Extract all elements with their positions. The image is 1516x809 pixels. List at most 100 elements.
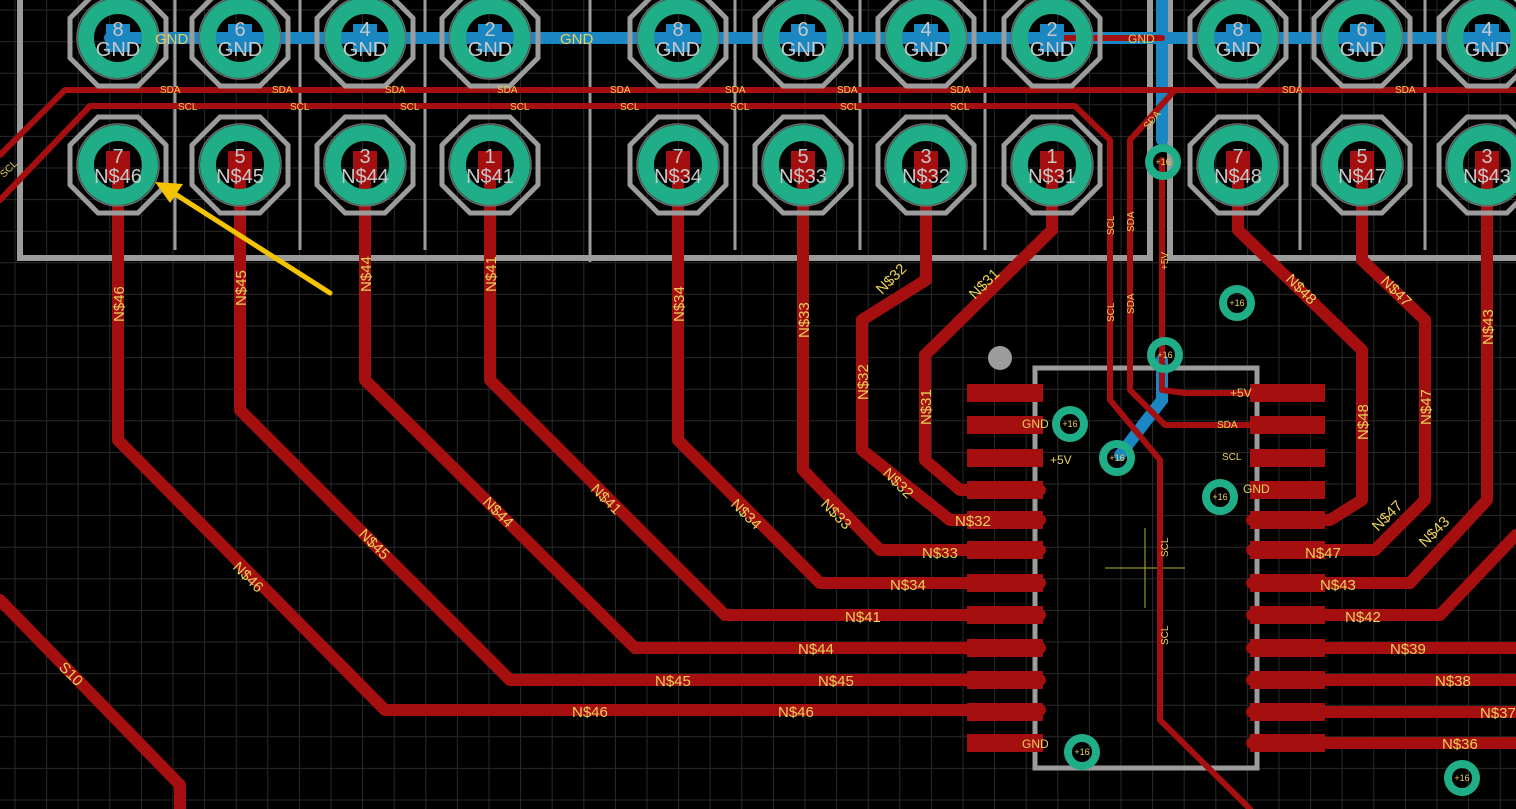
through-hole-pad[interactable] bbox=[325, 125, 405, 205]
smd-pad[interactable] bbox=[967, 384, 1043, 402]
via[interactable]: +16 bbox=[1219, 285, 1255, 321]
pad-net-name: GND bbox=[218, 39, 262, 61]
svg-text:+16: +16 bbox=[1229, 298, 1244, 308]
pin-number: 3 bbox=[920, 146, 931, 168]
pin-number: 4 bbox=[359, 19, 370, 41]
smd-pad[interactable] bbox=[967, 574, 1043, 592]
pad-silk-outline bbox=[1311, 114, 1413, 216]
pad-clearance bbox=[1445, 123, 1516, 207]
through-hole-pad[interactable] bbox=[886, 125, 966, 205]
through-hole-pad[interactable] bbox=[638, 0, 718, 78]
pad-clearance bbox=[323, 0, 407, 80]
pad-net-name: GND bbox=[781, 39, 825, 61]
through-hole-pad[interactable] bbox=[200, 125, 280, 205]
smd-pad[interactable] bbox=[1250, 511, 1325, 529]
pad-drill bbox=[1350, 151, 1374, 179]
through-hole-pad[interactable] bbox=[200, 0, 280, 78]
smd-pad[interactable] bbox=[1250, 481, 1325, 499]
via[interactable]: +16 bbox=[1145, 144, 1181, 180]
through-hole-pad[interactable] bbox=[638, 125, 718, 205]
pin-number: 3 bbox=[359, 146, 370, 168]
pin-number: 7 bbox=[672, 146, 683, 168]
net-label: SDA bbox=[837, 85, 858, 96]
through-hole-pad[interactable] bbox=[763, 125, 843, 205]
smd-pad[interactable] bbox=[967, 481, 1043, 499]
smd-pad[interactable] bbox=[967, 449, 1043, 467]
smd-pad[interactable] bbox=[1250, 671, 1325, 689]
through-hole-pad[interactable] bbox=[78, 0, 158, 78]
via[interactable]: +16 bbox=[1202, 479, 1238, 515]
smd-pad[interactable] bbox=[967, 511, 1043, 529]
smd-pad[interactable] bbox=[1250, 639, 1325, 657]
smd-pad[interactable] bbox=[1250, 384, 1325, 402]
through-hole-pad[interactable] bbox=[1012, 0, 1092, 78]
through-hole-pad[interactable] bbox=[763, 0, 843, 78]
net-label: N$48 bbox=[1355, 404, 1372, 440]
pad-silk-outline bbox=[314, 0, 416, 89]
smd-pad[interactable] bbox=[1250, 703, 1325, 721]
pin-number: 5 bbox=[797, 146, 808, 168]
through-hole-pad[interactable] bbox=[886, 0, 966, 78]
pad-clearance bbox=[761, 123, 845, 207]
pad-clearance bbox=[448, 0, 532, 80]
smd-pad[interactable] bbox=[967, 703, 1043, 721]
net-label: N$45 bbox=[655, 673, 691, 690]
through-hole-pad[interactable] bbox=[1447, 125, 1516, 205]
pad-silk-outline bbox=[189, 114, 291, 216]
pad-net-name: GND bbox=[904, 39, 948, 61]
pad-clearance bbox=[323, 123, 407, 207]
via[interactable]: +16 bbox=[1064, 734, 1100, 770]
ic-outline bbox=[988, 346, 1260, 771]
through-hole-pad[interactable] bbox=[1198, 125, 1278, 205]
pad-drill bbox=[228, 151, 252, 179]
smd-pad[interactable] bbox=[967, 606, 1043, 624]
via[interactable]: +16 bbox=[1099, 440, 1135, 476]
via[interactable]: +16 bbox=[1444, 760, 1480, 796]
pad-clearance bbox=[884, 0, 968, 80]
net-label: SDA bbox=[272, 85, 293, 96]
through-hole-pad[interactable] bbox=[325, 0, 405, 78]
via[interactable]: +16 bbox=[1147, 337, 1183, 373]
pad-drill bbox=[666, 151, 690, 179]
pad-clearance bbox=[1445, 0, 1516, 80]
through-hole-pad[interactable] bbox=[450, 125, 530, 205]
smd-pad[interactable] bbox=[967, 416, 1043, 434]
net-label: N$44 bbox=[358, 256, 375, 292]
pin-number: 4 bbox=[1481, 19, 1492, 41]
net-label: SCL bbox=[620, 102, 640, 113]
pad-clearance bbox=[636, 0, 720, 80]
via[interactable]: +16 bbox=[1052, 406, 1088, 442]
through-hole-pad[interactable] bbox=[1322, 125, 1402, 205]
pad-drill bbox=[666, 24, 690, 52]
smd-pad[interactable] bbox=[1250, 541, 1325, 559]
through-hole-pad[interactable] bbox=[1198, 0, 1278, 78]
net-label: N$32 bbox=[855, 364, 872, 400]
pad-silk-outline bbox=[1436, 114, 1516, 216]
pad-drill bbox=[1226, 24, 1250, 52]
smd-pad[interactable] bbox=[1250, 416, 1325, 434]
smd-pad[interactable] bbox=[967, 671, 1043, 689]
net-label: SCL bbox=[1106, 215, 1117, 235]
through-hole-pad[interactable] bbox=[78, 125, 158, 205]
through-hole-pad[interactable] bbox=[1012, 125, 1092, 205]
pad-clearance bbox=[76, 0, 160, 80]
svg-text:+16: +16 bbox=[1062, 419, 1077, 429]
net-label: N$33 bbox=[817, 496, 854, 533]
pad-clearance bbox=[448, 123, 532, 207]
smd-pad[interactable] bbox=[1250, 574, 1325, 592]
through-hole-pad[interactable] bbox=[1322, 0, 1402, 78]
smd-pad[interactable] bbox=[967, 734, 1043, 752]
smd-pad[interactable] bbox=[967, 541, 1043, 559]
net-label: GND bbox=[1022, 417, 1049, 431]
smd-pad[interactable] bbox=[1250, 449, 1325, 467]
svg-text:+16: +16 bbox=[1074, 747, 1089, 757]
pad-drill bbox=[228, 24, 252, 52]
pin-number: 6 bbox=[797, 19, 808, 41]
smd-pad[interactable] bbox=[1250, 606, 1325, 624]
smd-pad[interactable] bbox=[1250, 734, 1325, 752]
through-hole-pad[interactable] bbox=[1447, 0, 1516, 78]
smd-pad[interactable] bbox=[967, 639, 1043, 657]
pad-net-name: N$41 bbox=[466, 166, 514, 188]
through-hole-pad[interactable] bbox=[450, 0, 530, 78]
